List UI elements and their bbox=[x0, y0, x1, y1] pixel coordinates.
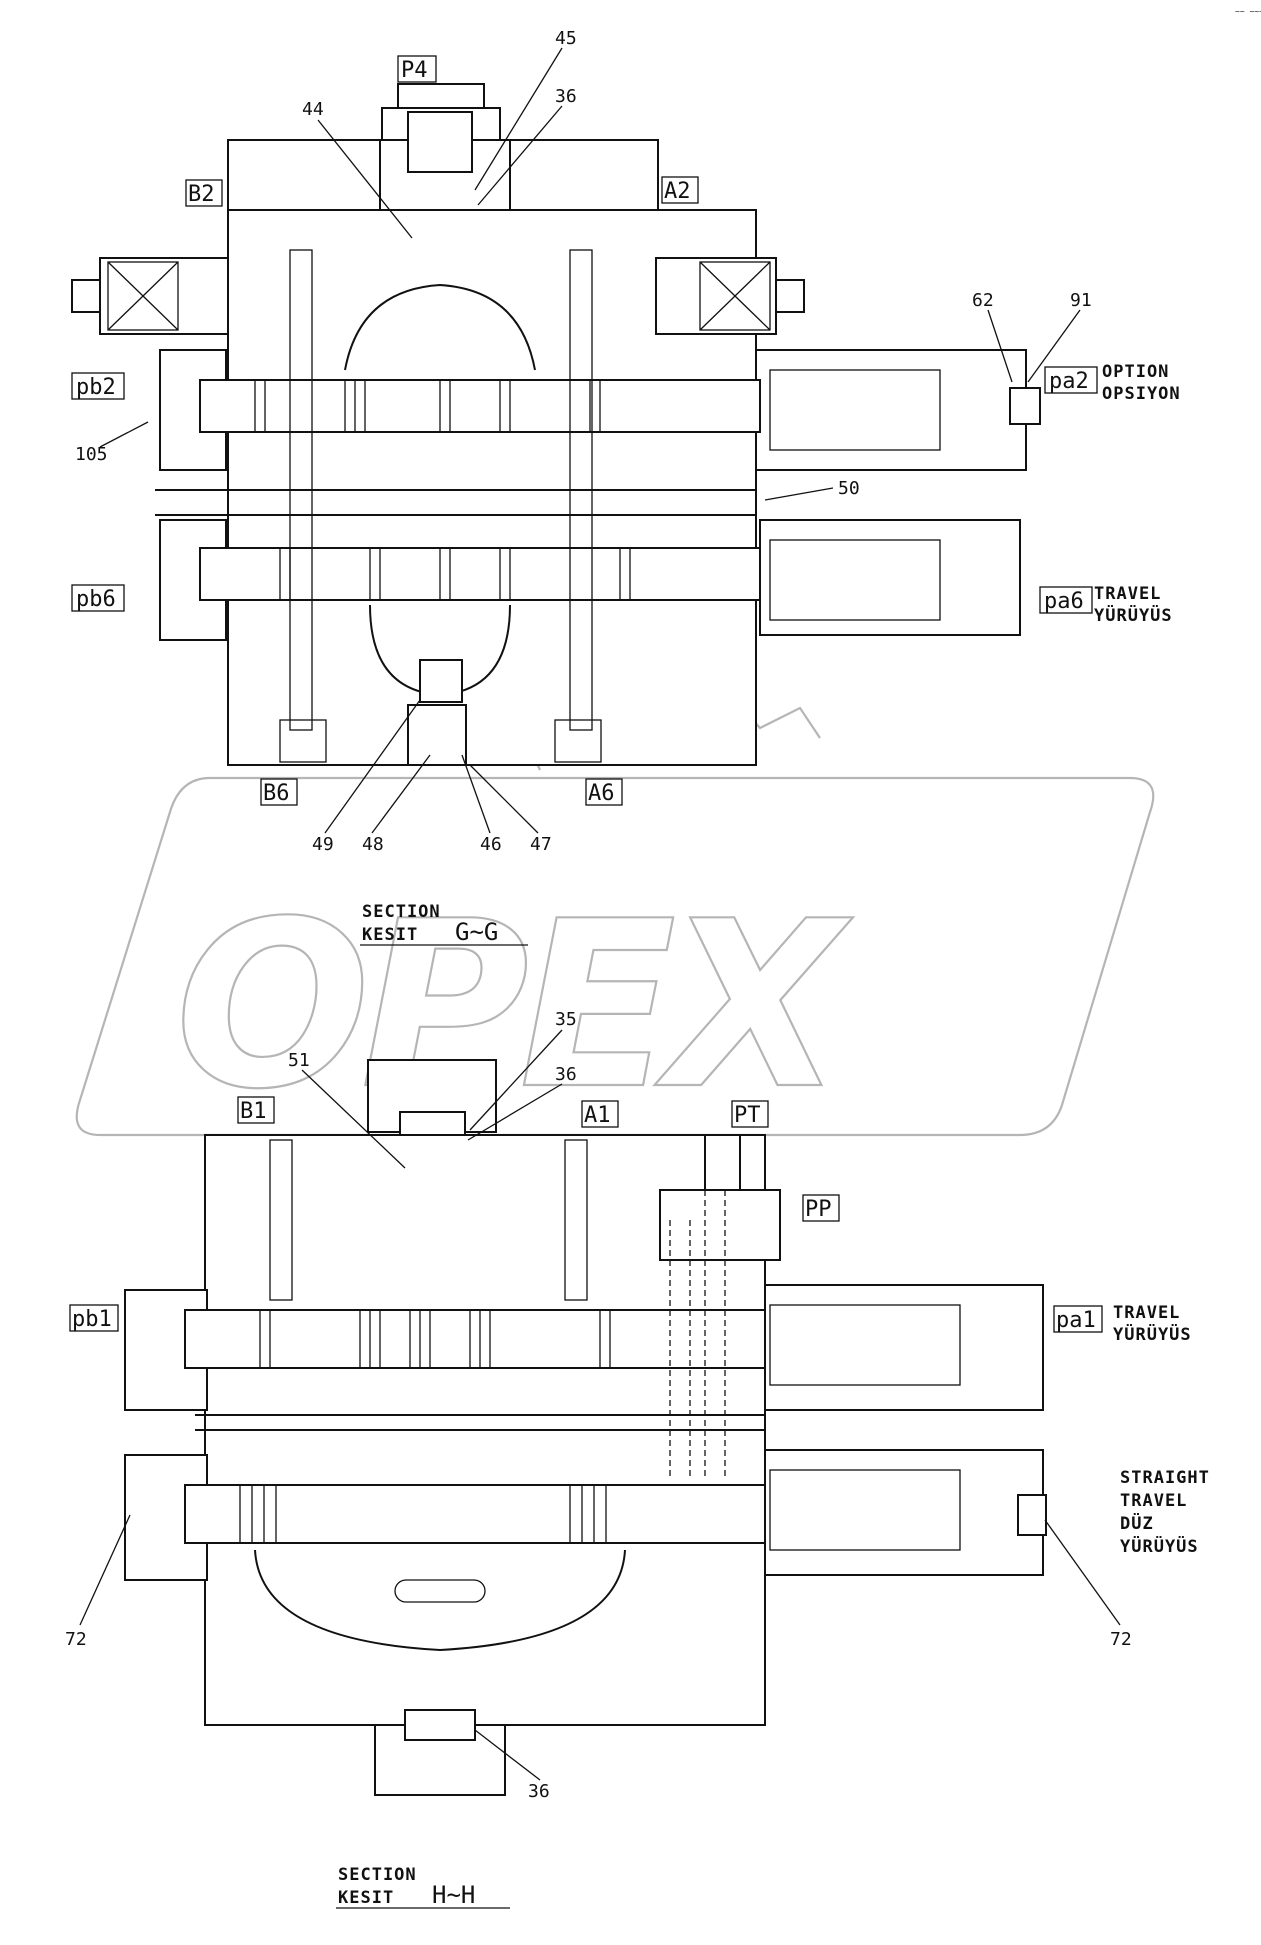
port-a1: A1 bbox=[584, 1103, 611, 1128]
opex-watermark: OPEX bbox=[75, 698, 1155, 1141]
part-number-36-bottom: 36 bbox=[528, 1781, 550, 1802]
leader-lines-gg bbox=[99, 47, 1081, 834]
part-number-35: 35 bbox=[555, 1009, 577, 1030]
part-number-48: 48 bbox=[362, 834, 384, 855]
port-pa6: pa6 bbox=[1044, 589, 1084, 614]
port-a6: A6 bbox=[588, 781, 615, 806]
port-b1: B1 bbox=[240, 1099, 267, 1124]
section-hh-kesit: KESIT bbox=[338, 1888, 394, 1908]
part-number-36-hh: 36 bbox=[555, 1064, 577, 1085]
note-travel-straight: TRAVEL bbox=[1120, 1491, 1187, 1511]
note-yuruyus-straight: YÜRÜYÜS bbox=[1120, 1535, 1199, 1557]
port-b6: B6 bbox=[263, 781, 290, 806]
port-p4: P4 bbox=[401, 58, 428, 83]
note-travel-gg: TRAVEL bbox=[1094, 584, 1161, 604]
part-number-105: 105 bbox=[75, 444, 108, 465]
part-number-72-right: 72 bbox=[1110, 1629, 1132, 1650]
note-duz: DÜZ bbox=[1120, 1512, 1154, 1534]
note-opsiyon: OPSIYON bbox=[1102, 384, 1181, 404]
part-number-72-left: 72 bbox=[65, 1629, 87, 1650]
section-gg-drawing bbox=[71, 83, 1041, 766]
note-straight: STRAIGHT bbox=[1120, 1468, 1210, 1488]
port-pb1: pb1 bbox=[72, 1307, 112, 1332]
part-number-36-gg: 36 bbox=[555, 86, 577, 107]
watermark-text: OPEX bbox=[175, 873, 853, 1140]
section-gg-kesit: KESIT bbox=[362, 925, 418, 945]
port-pp: PP bbox=[805, 1197, 832, 1222]
port-pa2: pa2 bbox=[1049, 369, 1089, 394]
port-b2: B2 bbox=[188, 182, 215, 207]
port-a2: A2 bbox=[664, 179, 691, 204]
part-number-47: 47 bbox=[530, 834, 552, 855]
corner-mark: ~~ ~~~ bbox=[1235, 7, 1261, 16]
note-option: OPTION bbox=[1102, 362, 1169, 382]
part-number-49: 49 bbox=[312, 834, 334, 855]
part-number-44: 44 bbox=[302, 99, 324, 120]
port-pb6: pb6 bbox=[76, 587, 116, 612]
note-travel-hh: TRAVEL bbox=[1113, 1303, 1180, 1323]
part-number-62: 62 bbox=[972, 290, 994, 311]
section-gg-id: G~G bbox=[455, 918, 498, 946]
port-pb2: pb2 bbox=[76, 375, 116, 400]
section-hh-drawing bbox=[124, 1059, 1047, 1796]
note-yuruyus-hh: YÜRÜYÜS bbox=[1113, 1323, 1192, 1345]
part-number-45: 45 bbox=[555, 28, 577, 49]
part-number-51: 51 bbox=[288, 1050, 310, 1071]
section-hh-label: SECTION bbox=[338, 1865, 417, 1885]
part-number-91: 91 bbox=[1070, 290, 1092, 311]
port-pa1: pa1 bbox=[1056, 1308, 1096, 1333]
note-yuruyus-gg: YÜRÜYÜS bbox=[1094, 604, 1173, 626]
port-pt: PT bbox=[734, 1103, 761, 1128]
section-hh-id: H~H bbox=[432, 1881, 475, 1909]
section-gg-labels: P4 B2 A2 pb2 pa2 OPTION OPSIYON pb6 pa6 … bbox=[71, 28, 1181, 946]
part-number-50: 50 bbox=[838, 478, 860, 499]
section-hh-labels: B1 A1 PT PP pb1 pa1 TRAVEL YÜRÜYÜS STRAI… bbox=[65, 1009, 1210, 1909]
section-gg-label: SECTION bbox=[362, 902, 441, 922]
leader-lines-hh bbox=[79, 1029, 1121, 1781]
part-number-46: 46 bbox=[480, 834, 502, 855]
